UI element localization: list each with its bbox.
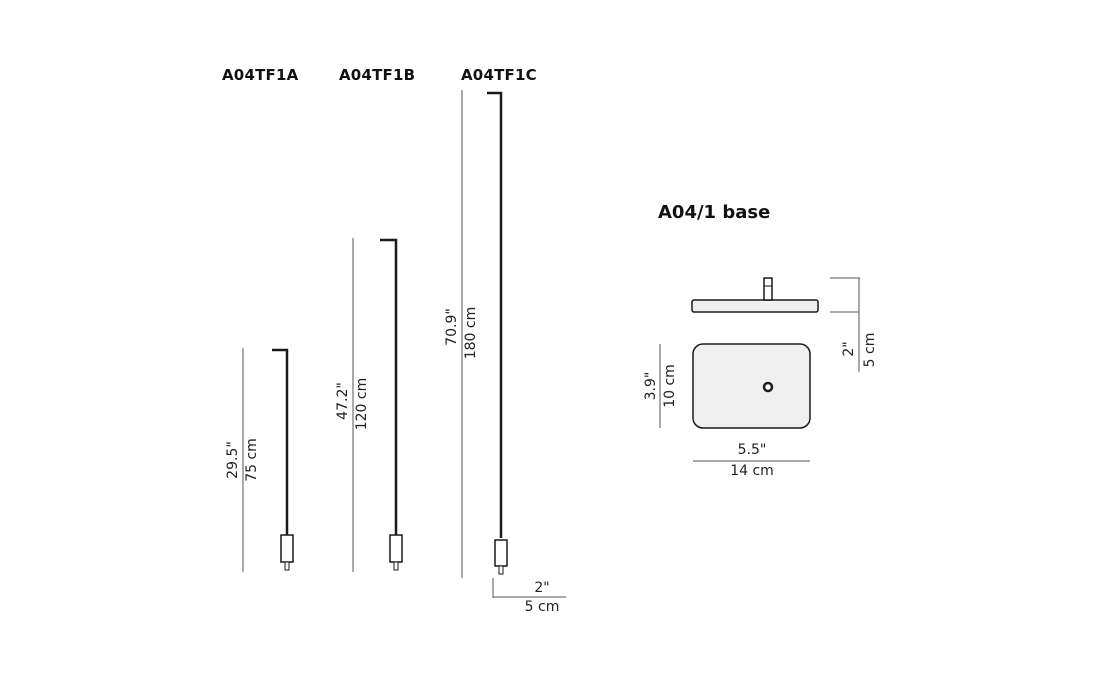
lamp-stem-c	[487, 91, 503, 538]
arm-width-cm: 5 cm	[524, 599, 560, 615]
base-height-in: 2"	[841, 341, 857, 357]
base-top-view	[659, 343, 811, 462]
height-cm-b: 120 cm	[354, 377, 370, 431]
lamp-body-b	[389, 534, 403, 563]
base-plate-top	[692, 343, 811, 429]
height-in-b: 47.2"	[335, 382, 351, 420]
lamp-pin-b	[393, 561, 399, 571]
lamp-pin-a	[284, 561, 290, 571]
base-height-cm: 5 cm	[862, 332, 878, 368]
lamp-pin-c	[498, 565, 504, 575]
arm-width-in: 2"	[534, 580, 550, 596]
height-cm-c: 180 cm	[463, 306, 479, 360]
lamp-body-c	[494, 539, 508, 567]
height-cm-a: 75 cm	[244, 438, 260, 482]
base-socket	[763, 277, 773, 301]
model-label-a: A04TF1A	[222, 66, 299, 84]
base-width-cm: 14 cm	[730, 463, 774, 479]
base-mount-hole	[762, 381, 774, 393]
base-title: A04/1 base	[658, 202, 771, 223]
lamp-body-a	[280, 534, 294, 563]
model-label-c: A04TF1C	[461, 66, 537, 84]
base-width-in: 5.5"	[737, 442, 767, 458]
model-label-b: A04TF1B	[339, 66, 416, 84]
base-side-view	[691, 277, 860, 372]
lamp-a04tf1b	[352, 238, 403, 572]
lamp-a04tf1a	[242, 348, 294, 572]
height-in-a: 29.5"	[225, 441, 241, 479]
base-plate-side	[691, 299, 819, 313]
lamp-stem-a	[272, 348, 289, 535]
lamp-a04tf1c	[461, 90, 566, 598]
base-depth-cm: 10 cm	[662, 364, 678, 408]
height-in-c: 70.9"	[444, 308, 460, 346]
lamp-stem-b	[380, 238, 398, 535]
base-depth-in: 3.9"	[643, 371, 659, 401]
